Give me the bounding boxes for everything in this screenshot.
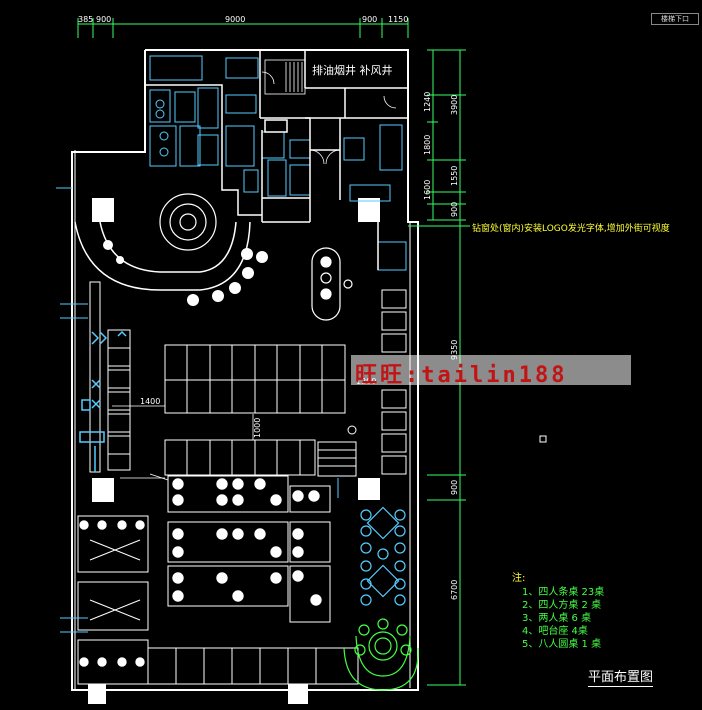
dim-1000: 1000 [253, 418, 262, 438]
dim-top-4: 900 [362, 15, 377, 24]
dim-top-1: 385 [78, 15, 93, 24]
door-swings [261, 71, 397, 165]
round-8-table [343, 618, 419, 691]
dim-top-2: 900 [96, 15, 111, 24]
label-air-shaft: 补风井 [359, 64, 393, 77]
shaft-hatch [264, 59, 306, 95]
outer-walls [71, 49, 419, 691]
marker-square [539, 435, 547, 443]
watermark-banner: 旺旺:tailin188 [351, 355, 631, 388]
entrance-markers [56, 187, 339, 633]
dim-right-5: 1600 [423, 180, 432, 200]
dim-right-9: 6700 [450, 580, 459, 600]
dim-right-1: 3900 [450, 95, 459, 115]
dim-1400: 1400 [140, 397, 160, 406]
kitchen-walls [145, 50, 408, 270]
dim-right-8: 900 [450, 480, 459, 495]
notes-item-1: 1、四人条桌 23桌 [522, 587, 605, 598]
round-table-feature [159, 193, 217, 251]
notes-item-2: 2、四人方桌 2 桌 [522, 600, 602, 611]
inner-dimensions [112, 405, 254, 481]
lower-dining-tables [77, 475, 359, 685]
notes-item-4: 4、吧台座 4桌 [522, 626, 588, 637]
kitchen-area [149, 55, 407, 271]
notes-heading: 注: [512, 573, 526, 584]
bar-stools [103, 240, 268, 306]
structural-columns [88, 198, 380, 704]
steps [317, 441, 357, 477]
dim-right-6: 900 [450, 202, 459, 217]
left-booths [89, 281, 131, 473]
top-dimension-line [77, 18, 409, 38]
oval-table [311, 247, 353, 321]
plan-title: 平面布置图 [588, 666, 654, 687]
right-booths [347, 289, 407, 475]
dim-top-5: 1150 [388, 15, 408, 24]
center-booth-grid [164, 344, 346, 476]
dim-right-4: 1550 [450, 166, 459, 186]
corner-tag: 楼梯下口 [651, 13, 699, 25]
dim-right-3: 1800 [423, 135, 432, 155]
label-logo-note: 钻窗处(窗内)安装LOGO发光字体,增加外街可视度 [472, 224, 670, 234]
label-hood: 排油烟井 [312, 64, 356, 77]
legend-notes: 注: 1、四人条桌 23桌 2、四人方桌 2 桌 3、两人桌 6 桌 4、吧台座… [512, 572, 604, 651]
label-hood-shaft: 排油烟井 补风井 [312, 62, 393, 78]
dim-right-2: 1240 [423, 92, 432, 112]
notes-item-3: 3、两人桌 6 桌 [522, 613, 592, 624]
left-booth-cyan [79, 330, 127, 472]
notes-item-5: 5、八人圆桌 1 桌 [522, 639, 602, 650]
lower-dining-chairs [78, 477, 323, 668]
watermark-text: 旺旺:tailin188 [355, 363, 568, 388]
dim-right-7: 9350 [450, 340, 459, 360]
right-table-cluster [360, 506, 406, 606]
dim-top-3: 9000 [225, 15, 245, 24]
